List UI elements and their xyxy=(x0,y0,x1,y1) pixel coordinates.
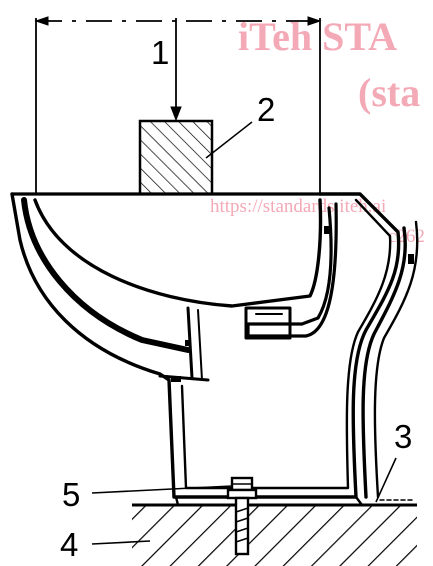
watermark-line-2: (sta xyxy=(358,70,420,115)
callout-1: 1 xyxy=(151,34,169,71)
watermark-url: https://standards.iteh.ai xyxy=(210,196,386,217)
callout-3: 3 xyxy=(394,418,412,455)
wc-pan xyxy=(10,192,419,507)
load-arrow-icon xyxy=(170,106,182,122)
callout-2: 2 xyxy=(257,91,275,128)
leader-lines xyxy=(91,457,397,545)
floor-slab xyxy=(132,503,417,566)
callout-5: 5 xyxy=(62,476,80,513)
load-block xyxy=(138,119,214,196)
callout-4: 4 xyxy=(60,526,78,563)
dimension-lines xyxy=(34,16,322,193)
fixing-bolt xyxy=(226,476,258,556)
